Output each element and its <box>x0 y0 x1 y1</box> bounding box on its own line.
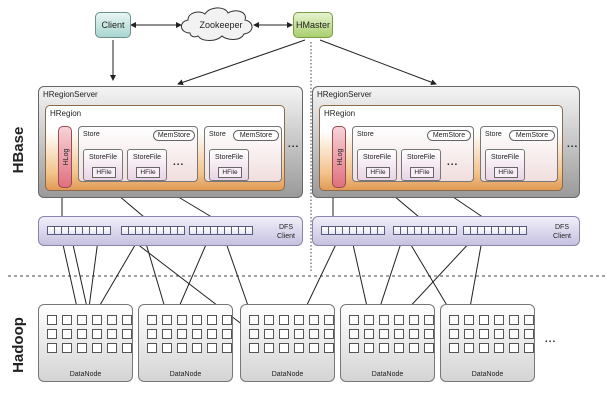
storefile: StoreFile HFile <box>127 149 167 181</box>
storefile: StoreFile HFile <box>357 149 397 181</box>
dfs-client-2: DFS Client <box>312 216 580 246</box>
datanode-label: DataNode <box>271 371 304 378</box>
hmaster-label: HMaster <box>295 20 330 30</box>
memstore: MemStore <box>427 130 471 141</box>
storefile: StoreFile HFile <box>401 149 441 181</box>
block-grid <box>449 315 535 353</box>
store: Store MemStore StoreFile HFile StoreFile… <box>78 126 198 182</box>
more-storefiles-indicator: ... <box>173 157 185 168</box>
hfile: HFile <box>410 167 434 178</box>
hregionserver-1: HRegionServer HRegion HLog Store MemStor… <box>38 86 303 198</box>
hfile: HFile <box>136 167 160 178</box>
storefile: StoreFile HFile <box>485 149 525 181</box>
datanode-4: DataNode <box>340 304 435 382</box>
more-stores-indicator: ... <box>288 139 300 150</box>
datanode-2: DataNode <box>138 304 233 382</box>
block-grid <box>249 315 335 353</box>
dfs-block-group <box>121 226 185 235</box>
datanode-3: DataNode <box>240 304 335 382</box>
hregion-title: HRegion <box>324 109 356 118</box>
dfs-client-1: DFS Client <box>38 216 303 246</box>
store: Store MemStore StoreFile HFile <box>480 126 558 182</box>
dfs-block-group <box>321 226 385 235</box>
hregionserver-title: HRegionServer <box>317 90 372 99</box>
hfile: HFile <box>218 167 242 178</box>
block-grid <box>349 315 435 353</box>
store: Store MemStore StoreFile HFile <box>204 126 282 182</box>
hfile: HFile <box>494 167 518 178</box>
dfs-client-label: DFS Client <box>553 224 571 240</box>
datanode-label: DataNode <box>169 371 202 378</box>
more-stores-indicator: ... <box>567 139 579 150</box>
dfs-client-label: DFS Client <box>277 224 295 240</box>
memstore: MemStore <box>233 130 279 141</box>
hregion-1: HRegion HLog Store MemStore StoreFile HF… <box>45 105 285 191</box>
hadoop-section-label: Hadoop <box>9 317 27 373</box>
block-grid <box>47 315 133 353</box>
datanode-5: DataNode <box>440 304 535 382</box>
memstore: MemStore <box>153 130 195 141</box>
datanode-label: DataNode <box>371 371 404 378</box>
dfs-block-group <box>47 226 111 235</box>
storefile: StoreFile HFile <box>209 149 249 181</box>
more-datanodes-indicator: ... <box>545 334 557 345</box>
storefile: StoreFile HFile <box>83 149 123 181</box>
store: Store MemStore StoreFile HFile StoreFile… <box>352 126 474 182</box>
hlog-2: HLog <box>332 126 346 188</box>
hmaster-node: HMaster <box>293 12 333 38</box>
hregion-title: HRegion <box>50 109 82 118</box>
zookeeper-label: Zookeeper <box>199 20 243 30</box>
dfs-block-group <box>463 226 527 235</box>
datanode-1: DataNode <box>38 304 133 382</box>
dfs-block-group <box>393 226 457 235</box>
block-grid <box>147 315 233 353</box>
hbase-section-label: HBase <box>9 126 27 174</box>
client-label: Client <box>101 20 125 30</box>
datanode-label: DataNode <box>471 371 504 378</box>
memstore: MemStore <box>509 130 555 141</box>
hlog-1: HLog <box>58 126 72 188</box>
hregionserver-title: HRegionServer <box>43 90 98 99</box>
datanode-label: DataNode <box>69 371 102 378</box>
hfile: HFile <box>366 167 390 178</box>
hregionserver-2: HRegionServer HRegion HLog Store MemStor… <box>312 86 580 198</box>
client-node: Client <box>95 12 131 38</box>
dfs-block-group <box>189 226 253 235</box>
hfile: HFile <box>92 167 116 178</box>
hregion-2: HRegion HLog Store MemStore StoreFile HF… <box>319 105 563 191</box>
more-storefiles-indicator: ... <box>447 157 459 168</box>
